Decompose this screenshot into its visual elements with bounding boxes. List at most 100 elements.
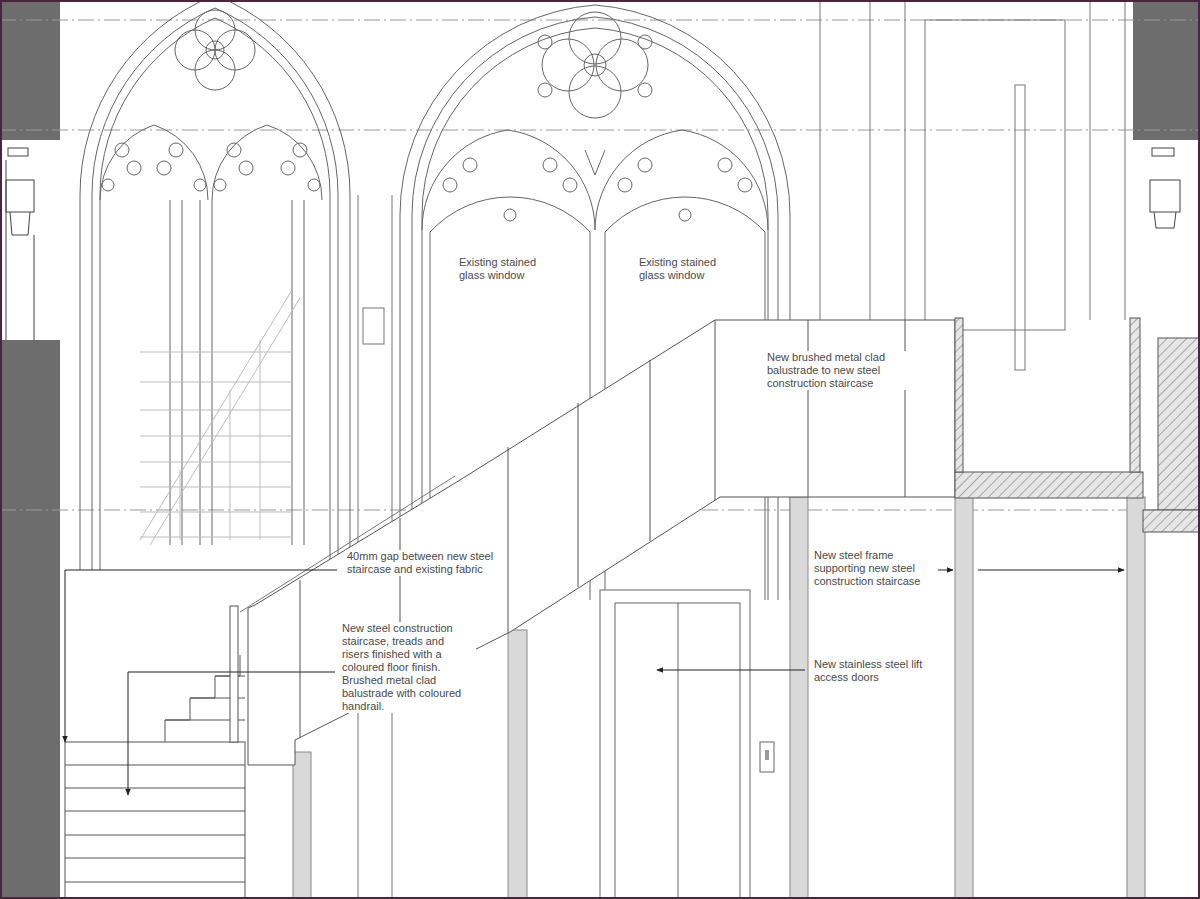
window-right <box>443 178 457 192</box>
window-left <box>127 161 141 175</box>
window-left <box>195 50 235 90</box>
annotation-note: New steel construction staircase, treads… <box>340 622 476 713</box>
landing-slab <box>1130 318 1140 472</box>
wall-light <box>10 212 30 235</box>
pilaster <box>363 308 384 344</box>
wall-panels <box>925 20 1065 330</box>
steel-column <box>955 497 973 899</box>
stair-behind-glass <box>140 462 292 463</box>
window-left <box>80 195 81 570</box>
staircase <box>248 320 955 765</box>
annotation-note: New brushed metal clad balustrade to new… <box>765 351 917 390</box>
window-left <box>212 125 322 200</box>
wall-panels <box>820 0 821 320</box>
leader-line <box>65 570 337 742</box>
window-left <box>100 18 330 195</box>
window-left <box>227 143 241 157</box>
window-left <box>115 143 129 157</box>
window-left <box>206 41 224 59</box>
stair-behind-glass <box>140 290 300 545</box>
window-right <box>543 158 557 172</box>
window-right <box>638 83 652 97</box>
window-left <box>157 161 171 175</box>
window-right <box>430 197 590 232</box>
annotation-note: New stainless steel lift access doors <box>812 658 934 684</box>
lower-steps <box>65 788 245 789</box>
window-left <box>338 195 339 570</box>
walls <box>0 0 60 140</box>
steel-column <box>508 630 527 899</box>
leader-line <box>65 570 1124 795</box>
window-right <box>569 12 621 64</box>
staircase <box>240 476 455 612</box>
annotation-note: 40mm gap between new steel staircase and… <box>345 550 497 576</box>
window-right <box>504 209 516 221</box>
wall-light <box>34 235 35 340</box>
lower-steps <box>230 606 238 742</box>
window-left <box>212 200 213 545</box>
window-right <box>738 178 752 192</box>
annotation-note: New steel frame supporting new steel con… <box>812 549 934 588</box>
landing-slab <box>1158 338 1200 510</box>
window-left <box>194 179 206 191</box>
window-right <box>718 158 732 172</box>
lift-doors <box>760 742 774 772</box>
lower-steps <box>65 835 245 836</box>
wall-panels <box>870 0 871 320</box>
steel-column <box>790 497 808 899</box>
wall-panels <box>905 0 906 320</box>
wall-panels <box>1090 0 1091 320</box>
lift-doors <box>678 603 679 899</box>
wall-light <box>6 180 34 212</box>
window-left <box>100 195 101 570</box>
steel-column <box>293 752 311 899</box>
stair-behind-glass <box>230 390 231 540</box>
wall-light <box>8 148 28 156</box>
window-right <box>679 209 691 221</box>
window-left <box>214 179 226 191</box>
window-right <box>638 35 652 49</box>
wall-light <box>1150 180 1180 212</box>
window-right <box>422 28 768 215</box>
stair-behind-glass <box>180 470 181 540</box>
stair-behind-glass <box>150 298 300 545</box>
window-left <box>92 8 338 195</box>
walls <box>0 340 60 899</box>
window-left <box>195 10 235 50</box>
lower-steps <box>65 858 245 859</box>
landing-slab <box>955 318 1200 532</box>
stair-behind-glass <box>140 487 292 488</box>
window-right <box>563 178 577 192</box>
window-left <box>80 0 350 195</box>
window-left <box>92 195 93 570</box>
window-right <box>585 150 605 175</box>
annotation-note: Existing stained glass window <box>637 256 737 282</box>
window-right <box>538 83 552 97</box>
lower-steps <box>65 606 245 899</box>
window-right <box>638 158 652 172</box>
window-left <box>350 195 351 570</box>
staircase <box>808 320 809 497</box>
wall-panels <box>1125 0 1126 320</box>
landing-slab <box>1143 510 1200 532</box>
window-left <box>308 179 320 191</box>
window-right <box>400 5 790 215</box>
staircase <box>715 320 716 500</box>
leader-line <box>938 570 953 571</box>
staircase <box>508 447 509 633</box>
window-right <box>422 130 595 230</box>
lower-steps <box>65 742 245 899</box>
lift-doors <box>765 750 769 760</box>
leader-line <box>978 570 1124 571</box>
lift-doors <box>600 590 774 899</box>
landing-slab <box>955 318 963 472</box>
window-right <box>618 178 632 192</box>
window-right <box>412 17 778 215</box>
stair-behind-glass <box>140 352 292 353</box>
lower-steps <box>65 765 245 766</box>
stair-behind-glass <box>140 410 292 411</box>
